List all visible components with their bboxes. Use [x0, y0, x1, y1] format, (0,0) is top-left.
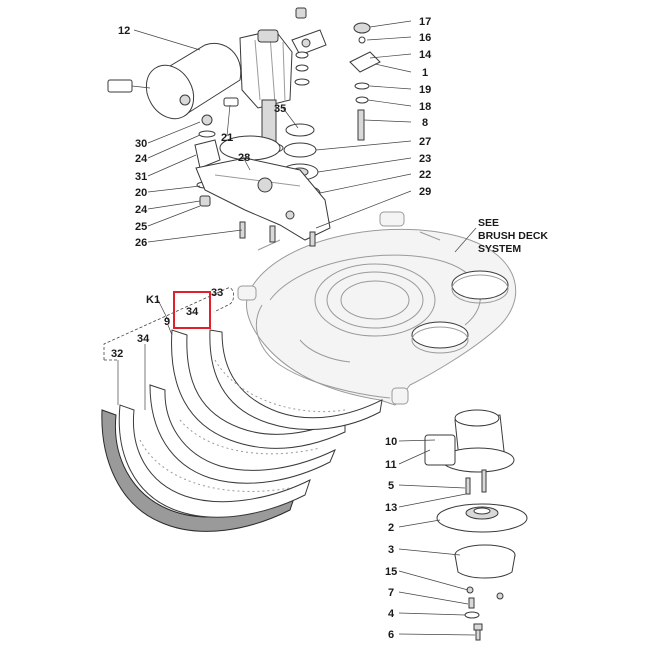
- callout-K1: K1: [146, 294, 160, 306]
- callout-29: 29: [419, 186, 431, 198]
- callout-34: 34: [137, 333, 150, 345]
- fitting-21: [223, 97, 239, 107]
- brush-motor: [107, 29, 293, 154]
- brush-deck-ghost: [237, 211, 517, 406]
- brush-hub-front: [411, 321, 469, 349]
- kit-grouping-dashes: [103, 287, 234, 410]
- callout-24-lower: 24: [135, 204, 148, 216]
- callout-23: 23: [419, 153, 431, 165]
- callout-34-highlighted: 34: [186, 306, 199, 318]
- cap-17: [353, 22, 371, 34]
- left-hardware-stack: [194, 114, 221, 207]
- center-shaft-stack: [219, 123, 321, 201]
- bracket-11: [424, 434, 456, 466]
- callout-30: 30: [135, 138, 147, 150]
- skirt-assembly: [101, 329, 383, 532]
- callout-6: 6: [388, 629, 394, 641]
- callout-16: 16: [419, 32, 431, 44]
- callout-35: 35: [274, 103, 286, 115]
- skirt-strip-9: [149, 384, 336, 484]
- callout-14: 14: [419, 49, 432, 61]
- deck-bumper-front: [391, 387, 409, 405]
- callout-8: 8: [422, 117, 428, 129]
- callout-28: 28: [238, 152, 250, 164]
- callout-26: 26: [135, 237, 147, 249]
- callout-33: 33: [211, 287, 223, 299]
- callout-21: 21: [221, 132, 233, 144]
- callout-18: 18: [419, 101, 431, 113]
- callout-13: 13: [385, 502, 397, 514]
- callout-24-upper: 24: [135, 153, 148, 165]
- damper-31: [194, 139, 221, 169]
- deck-bumper-rear: [379, 211, 405, 227]
- callout-1: 1: [422, 67, 428, 79]
- callout-20: 20: [135, 187, 147, 199]
- callout-25: 25: [135, 221, 147, 233]
- deck-bumper-left: [237, 285, 257, 301]
- callout-3: 3: [388, 544, 394, 556]
- bracket-14: [349, 51, 381, 73]
- callout-11: 11: [385, 459, 397, 471]
- callout-27: 27: [419, 136, 431, 148]
- note-line-1: SEE: [478, 217, 499, 229]
- see-brush-deck-note: SEE BRUSH DECK SYSTEM: [478, 217, 548, 255]
- callout-5: 5: [388, 480, 394, 492]
- note-line-2: BRUSH DECK: [478, 230, 548, 242]
- callout-19: 19: [419, 84, 431, 96]
- leader-lines: [133, 20, 477, 636]
- callout-9: 9: [164, 316, 170, 328]
- motor-connector: [107, 79, 133, 93]
- right-hardware-stack: [291, 7, 381, 141]
- callout-15: 15: [385, 566, 397, 578]
- lower-drive-stack: [424, 409, 528, 641]
- callout-12: 12: [118, 25, 130, 37]
- note-line-3: SYSTEM: [478, 243, 521, 255]
- callout-7: 7: [388, 587, 394, 599]
- callout-17: 17: [419, 16, 431, 28]
- callout-32: 32: [111, 348, 123, 360]
- callout-labels: 12 17 16 14 1 19 18 35 8 30 21 27 24 28 …: [111, 16, 432, 641]
- brush-hub-right: [451, 270, 509, 300]
- callout-2: 2: [388, 522, 394, 534]
- skirt-strip-34: [118, 404, 311, 518]
- callout-31: 31: [135, 171, 147, 183]
- skirt-strip-top: [209, 329, 383, 430]
- callout-22: 22: [419, 169, 431, 181]
- callout-10: 10: [385, 436, 397, 448]
- skirt-strip-inner: [171, 329, 346, 449]
- bearing-27: [283, 142, 317, 158]
- callout-4: 4: [388, 608, 395, 620]
- highlight-box-34[interactable]: [173, 291, 211, 329]
